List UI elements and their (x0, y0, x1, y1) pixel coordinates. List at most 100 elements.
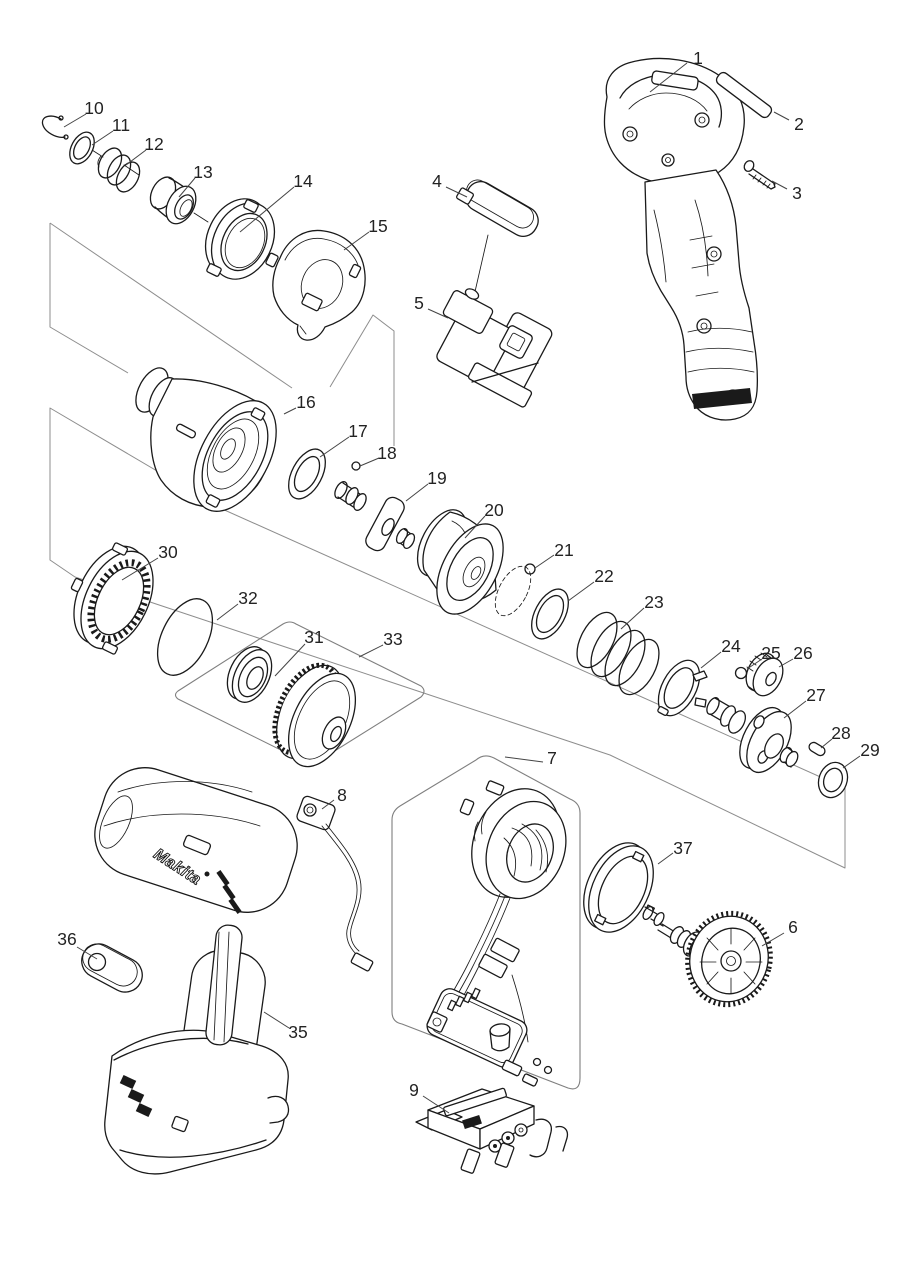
part-9-terminal-block (415, 1087, 569, 1174)
group-box-motor-assembly (391, 755, 581, 1090)
part-label-35: 35 (288, 1022, 307, 1042)
part-label-33: 33 (383, 629, 402, 649)
leader-line-24 (700, 651, 722, 669)
part-10-snap-ring (41, 115, 69, 140)
part-label-2: 2 (794, 114, 804, 134)
part-label-37: 37 (673, 838, 692, 858)
part-label-25: 25 (761, 643, 780, 663)
part-21-steel-ball (494, 563, 536, 617)
leader-line-33 (358, 644, 384, 658)
part-label-13: 13 (193, 162, 212, 182)
leader-line-13 (178, 177, 196, 198)
leader-line-16 (283, 407, 297, 415)
part-label-9: 9 (409, 1080, 419, 1100)
part-label-18: 18 (377, 443, 396, 463)
part-label-5: 5 (414, 293, 424, 313)
part-label-17: 17 (348, 421, 367, 441)
leader-line-2 (773, 111, 790, 121)
part-label-30: 30 (158, 542, 178, 562)
part-19-anvil-assembly (334, 481, 416, 552)
leader-line-15 (343, 231, 370, 251)
part-22-washer (531, 588, 569, 640)
leader-line-27 (783, 700, 807, 719)
leader-line-31 (274, 643, 306, 677)
part-11-flat-washer (69, 131, 95, 165)
part-label-36: 36 (57, 929, 76, 949)
part-2-label-sticker (715, 71, 773, 119)
part-16-hammer-case (135, 367, 277, 512)
leader-line-8 (321, 799, 335, 810)
part-label-24: 24 (721, 636, 741, 656)
part-label-1: 1 (693, 48, 703, 68)
leader-line-11 (91, 130, 114, 146)
part-15-hammer-case-cover (272, 229, 366, 341)
leader-line-6 (761, 932, 785, 947)
part-27-spindle (706, 697, 799, 773)
leader-line-14 (239, 186, 295, 233)
leader-line-29 (842, 755, 861, 769)
leader-line-5 (427, 308, 449, 319)
leader-line-32 (216, 603, 239, 621)
part-17-washer (288, 448, 326, 500)
leader-line-20 (464, 515, 486, 539)
part-label-21: 21 (554, 540, 573, 560)
part-33-spur-gear-assembly (272, 662, 357, 768)
leader-line-21 (534, 554, 555, 569)
part-13-sleeve (149, 176, 197, 225)
part-26-pinion-gear (745, 652, 784, 697)
leader-line-28 (820, 738, 833, 749)
part-label-26: 26 (793, 643, 812, 663)
leader-line-30 (121, 557, 159, 581)
part-37-insulation-washer (583, 842, 655, 933)
part-35-housing-left-half: Makita (94, 767, 298, 1175)
part-label-12: 12 (144, 134, 163, 154)
part-label-14: 14 (293, 171, 313, 191)
part-3-tapping-screw (743, 160, 776, 190)
part-7-stator-controller-assembly (426, 780, 567, 1087)
part-36-lamp-lens (81, 943, 143, 993)
leader-line-37 (657, 852, 674, 865)
part-28-pin (808, 741, 826, 757)
leader-line-23 (620, 607, 645, 630)
part-label-10: 10 (84, 98, 104, 118)
leader-line-3 (771, 180, 788, 190)
part-label-27: 27 (806, 685, 825, 705)
leader-line-18 (359, 457, 380, 467)
leader-line-7 (504, 756, 544, 763)
part-label-19: 19 (427, 468, 446, 488)
part-label-8: 8 (337, 785, 347, 805)
part-32-o-ring (156, 598, 214, 676)
leader-line-36 (76, 946, 98, 960)
part-label-7: 7 (547, 748, 557, 768)
part-14-ring-holder (204, 198, 279, 280)
part-label-32: 32 (238, 588, 257, 608)
part-24-spring-seat-washer (657, 659, 708, 717)
part-30-internal-ring-gear (70, 542, 154, 655)
part-label-28: 28 (831, 723, 850, 743)
part-23-hammer-spring (576, 611, 660, 696)
part-4-slide-button (456, 179, 539, 238)
assembly-plane-upper (49, 222, 395, 446)
part-label-20: 20 (484, 500, 504, 520)
part-1-housing-right-half (603, 57, 759, 421)
leader-line-19 (405, 483, 429, 502)
leader-line-26 (778, 658, 794, 668)
part-label-3: 3 (792, 183, 802, 203)
part-label-15: 15 (368, 216, 387, 236)
leader-line-10 (63, 113, 87, 128)
part-31-ball-bearing (226, 646, 273, 703)
part-label-31: 31 (304, 627, 323, 647)
part-label-23: 23 (644, 592, 663, 612)
part-label-16: 16 (296, 392, 315, 412)
leader-line-12 (125, 149, 147, 166)
leader-line-4 (445, 186, 468, 198)
leader-line-25 (746, 658, 763, 670)
part-label-22: 22 (594, 566, 613, 586)
leader-line-35 (263, 1011, 290, 1029)
part-8-led-circuit (296, 795, 374, 972)
part-12-compression-spring (97, 147, 141, 193)
part-20-hammer (416, 509, 504, 615)
part-label-29: 29 (860, 740, 879, 760)
